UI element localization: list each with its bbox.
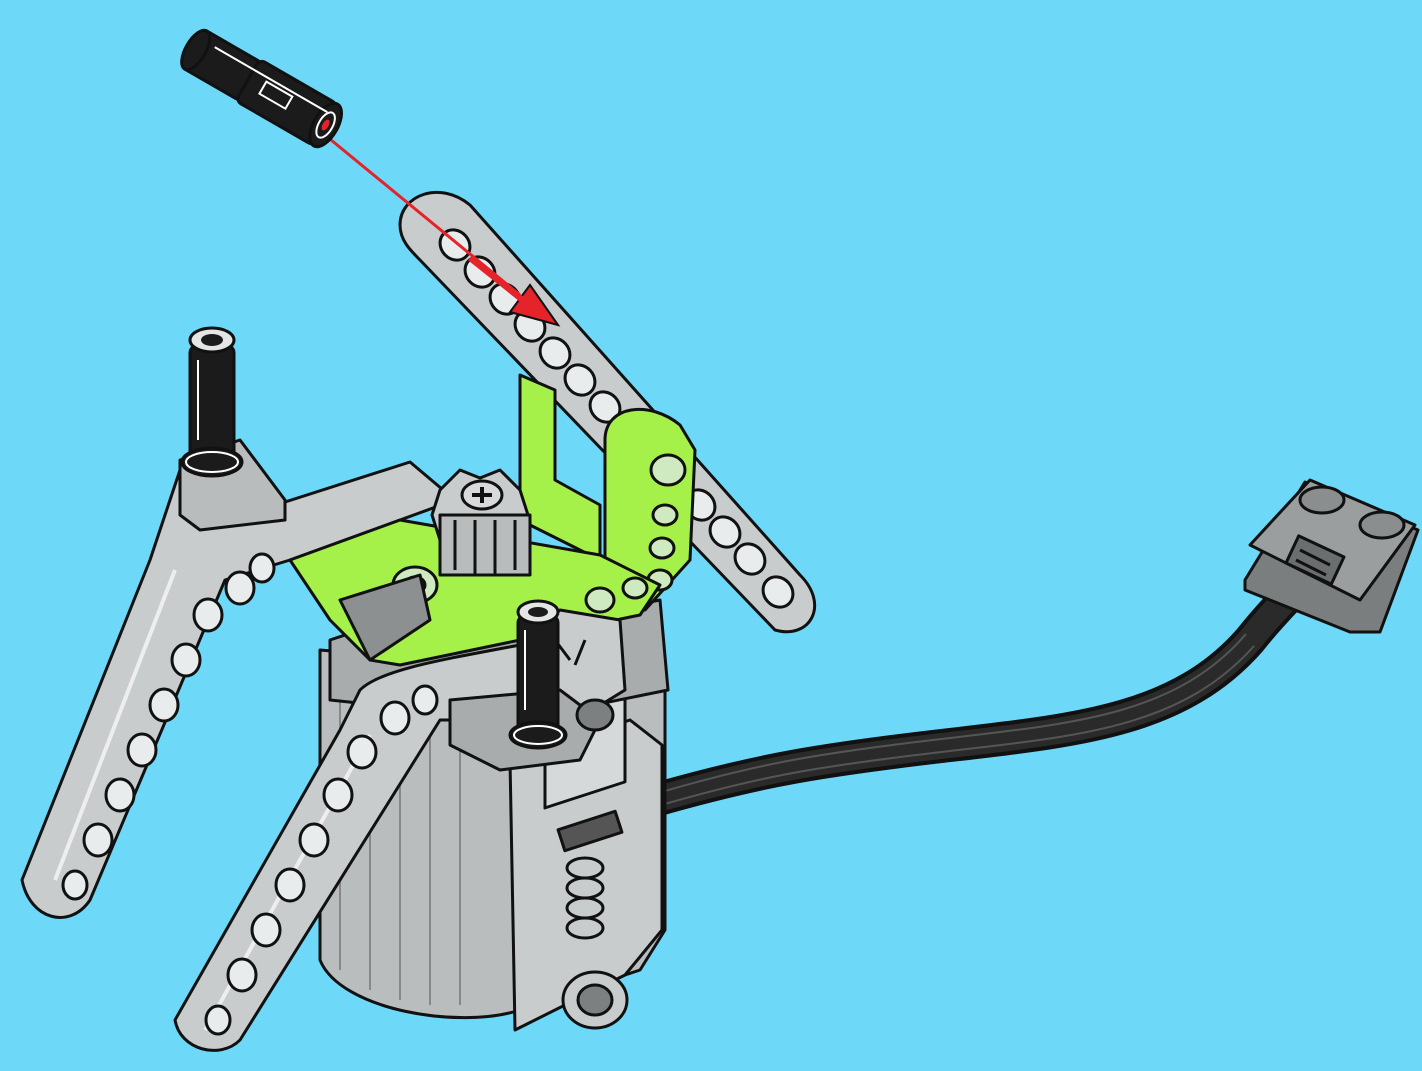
gear-small — [432, 470, 530, 575]
connector-pin-front — [510, 601, 566, 748]
connector-pin-left — [182, 328, 242, 476]
